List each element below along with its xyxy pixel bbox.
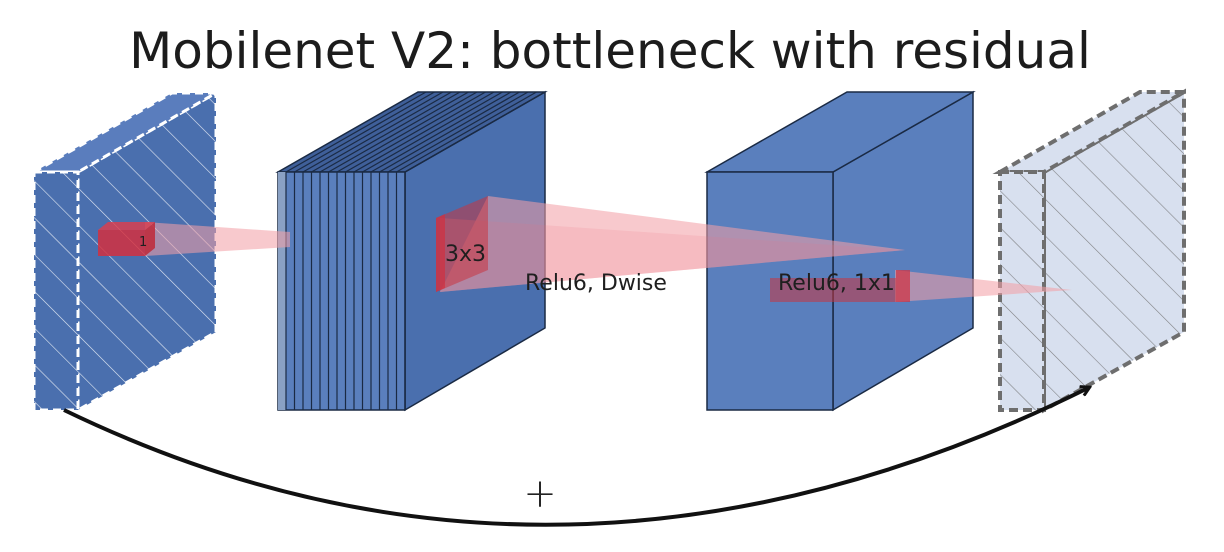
channel-slice-top-line: [302, 91, 444, 173]
channel-slice-top-line: [311, 91, 452, 173]
channel-slice-lines: [285, 91, 546, 173]
channel-slice-top-line: [285, 91, 427, 173]
ray-dwise-lower: [440, 218, 905, 292]
output-tensor-block: [992, 88, 1192, 414]
channel-slice-top-line: [387, 91, 529, 173]
channel-slice-top-line: [379, 91, 520, 173]
kernel-project: [770, 270, 910, 302]
residual-arrow: [63, 388, 1088, 527]
channel-slice-top-line: [294, 91, 435, 173]
input-block-front-hatch: [32, 170, 80, 412]
ray-dwise: [440, 196, 905, 292]
input-tensor-block: [28, 90, 222, 413]
kernel-dwise-label: 3x3: [445, 242, 486, 267]
diagram-title: Mobilenet V2: bottleneck with residual: [129, 22, 1091, 80]
channel-slice-top-line: [370, 91, 512, 173]
ray-project: [895, 270, 1072, 302]
channel-slice-top-line: [319, 91, 461, 173]
kernel-input-label: 1: [139, 235, 147, 250]
projection-rays: [145, 196, 1072, 302]
output-block-side-hatch: [1042, 88, 1186, 414]
channel-slice-dividers: [285, 172, 406, 410]
kernel-dwise: 3x3: [436, 196, 488, 292]
channel-slice-top-line: [328, 91, 469, 173]
channel-slice-top-line: [336, 91, 478, 173]
channel-slice-top-line: [396, 91, 537, 173]
op-dwise-label: Relu6, Dwise: [525, 271, 667, 296]
input-block-top: [28, 91, 222, 174]
channel-slice-top-line: [345, 91, 486, 173]
op-project-label: Relu6, 1x1: [778, 271, 895, 296]
expanded-block-front: [277, 171, 406, 411]
channel-slice-top-line: [353, 91, 495, 173]
ray-input-to-expanded: [145, 222, 290, 256]
expanded-block-front-edge: [278, 172, 286, 410]
kernel-input: 1: [98, 222, 155, 256]
residual-plus-symbol: +: [523, 471, 557, 517]
channel-slice-top-line: [362, 91, 503, 173]
channel-slice-top-line: [404, 91, 546, 173]
